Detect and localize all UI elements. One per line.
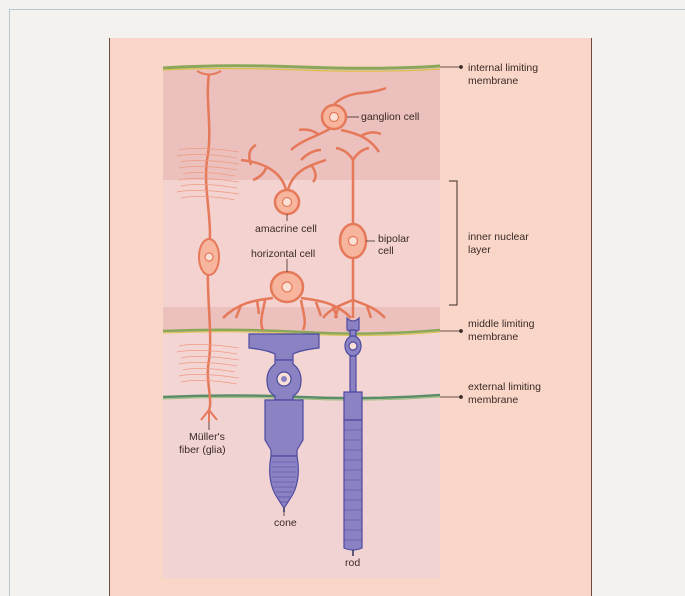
retina-diagram-panel: internal limiting membrane ganglion cell… [109, 38, 592, 596]
label-muller-2: fiber (glia) [179, 444, 226, 456]
label-horizontal-cell: horizontal cell [251, 248, 315, 260]
inner-nuclear-layer-bracket [449, 181, 457, 305]
label-middle-limiting-2: membrane [468, 331, 518, 343]
label-inner-nuclear-2: layer [468, 244, 491, 256]
label-amacrine-cell: amacrine cell [255, 223, 317, 235]
label-cone: cone [274, 517, 297, 529]
label-bipolar-2: cell [378, 245, 394, 257]
label-middle-limiting: middle limiting [468, 318, 535, 330]
label-internal-limiting-2: membrane [468, 75, 518, 87]
label-internal-limiting: internal limiting [468, 62, 538, 74]
label-rod: rod [345, 557, 360, 569]
retina-diagram: internal limiting membrane ganglion cell… [110, 38, 592, 596]
label-external-limiting: external limiting [468, 381, 541, 393]
label-inner-nuclear: inner nuclear [468, 231, 529, 243]
outer-plexiform-band [163, 307, 440, 332]
label-bipolar: bipolar [378, 233, 410, 245]
label-muller: Müller's [189, 431, 225, 443]
label-ganglion-cell: ganglion cell [361, 111, 419, 123]
label-external-limiting-2: membrane [468, 394, 518, 406]
inner-plexiform-band [163, 68, 440, 180]
